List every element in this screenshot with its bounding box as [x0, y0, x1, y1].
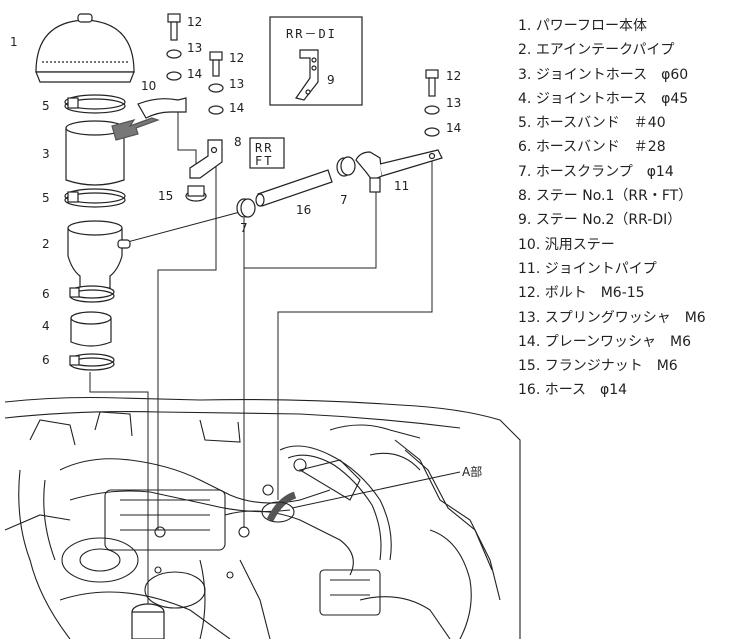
callout-4: 4 [42, 319, 50, 333]
joint-hose-60 [65, 120, 125, 186]
callout-6b: 6 [42, 353, 50, 367]
parts-list-item: 3. ジョイントホース φ60 [518, 66, 689, 83]
hose-clamp-14-right [336, 156, 356, 177]
hose-14 [255, 169, 333, 207]
bolt-stack-middle [208, 51, 224, 115]
callout-3: 3 [42, 147, 50, 161]
callout-11: 11 [394, 179, 409, 193]
callout-2: 2 [42, 237, 50, 251]
callout-12b: 12 [229, 51, 244, 65]
generic-stay [137, 97, 187, 119]
box-label-rr: RR [255, 141, 273, 155]
callout-7a: 7 [240, 221, 248, 235]
assembly-guide-lines [89, 112, 433, 604]
callout-15: 15 [158, 189, 173, 203]
box-label-rr-di: RR－DI [286, 27, 337, 41]
callout-5a: 5 [42, 99, 50, 113]
parts-list-item: 5. ホースバンド ＃40 [518, 115, 666, 132]
callout-13a: 13 [187, 41, 202, 55]
callout-5b: 5 [42, 191, 50, 205]
parts-list-item: 8. ステー No.1（RR・FT） [518, 188, 693, 205]
callout-13c: 13 [446, 96, 461, 110]
hose-band-28-lower [69, 353, 115, 371]
detail-leader-line [291, 471, 461, 509]
parts-list-item: 2. エアインテークパイプ [518, 42, 675, 59]
hose-band-28-upper [69, 285, 115, 303]
callout-14b: 14 [229, 101, 244, 115]
parts-list-item: 14. プレーンワッシャ M6 [518, 333, 692, 350]
parts-list-item: 15. フランジナット M6 [518, 358, 678, 375]
parts-list-item: 7. ホースクランプ φ14 [518, 163, 674, 180]
stay-no1 [189, 139, 223, 179]
air-intake-pipe [67, 220, 131, 289]
callout-12c: 12 [446, 69, 461, 83]
parts-list-item: 12. ボルト M6-15 [518, 285, 645, 302]
callout-6a: 6 [42, 287, 50, 301]
callout-13b: 13 [229, 77, 244, 91]
callout-8: 8 [234, 135, 242, 149]
callout-12a: 12 [187, 15, 202, 29]
power-flow-body [35, 13, 135, 83]
callout-14c: 14 [446, 121, 461, 135]
engine-bay-illustration [4, 396, 521, 639]
rr-ft-box [249, 137, 285, 169]
joint-pipe [355, 149, 443, 193]
parts-list-item: 16. ホース φ14 [518, 382, 628, 399]
parts-list-item: 13. スプリングワッシャ M6 [518, 309, 706, 326]
direction-arrow [111, 117, 160, 141]
parts-list-item: 11. ジョイントパイプ [518, 260, 657, 277]
callout-16: 16 [296, 203, 311, 217]
joint-hose-45 [70, 311, 112, 347]
callout-7b: 7 [340, 193, 348, 207]
hose-clamp-14-left [236, 198, 256, 218]
parts-list-item: 6. ホースバンド ＃28 [518, 139, 666, 156]
bolt-stack-right [424, 69, 440, 137]
callout-1: 1 [10, 35, 18, 49]
stay-no2-box [269, 16, 363, 106]
hose-band-40-lower [64, 188, 126, 208]
bolt-stack-left [166, 13, 182, 81]
flange-nut [185, 185, 207, 202]
detail-label-a: A部 [462, 464, 482, 479]
hose-band-40-upper [64, 94, 126, 114]
callout-9: 9 [327, 73, 335, 87]
callout-10: 10 [141, 79, 156, 93]
parts-list-item: 10. 汎用ステー [518, 236, 615, 253]
callout-14a: 14 [187, 67, 202, 81]
parts-list: 1. パワーフロー本体 2. エアインテークパイプ 3. ジョイントホース φ6… [518, 14, 706, 403]
parts-list-item: 9. ステー No.2（RR-DI） [518, 212, 682, 229]
filter-mount-body [131, 611, 165, 639]
parts-list-item: 4. ジョイントホース φ45 [518, 90, 689, 107]
parts-list-item: 1. パワーフロー本体 [518, 18, 647, 34]
box-label-ft: FT [255, 154, 273, 168]
